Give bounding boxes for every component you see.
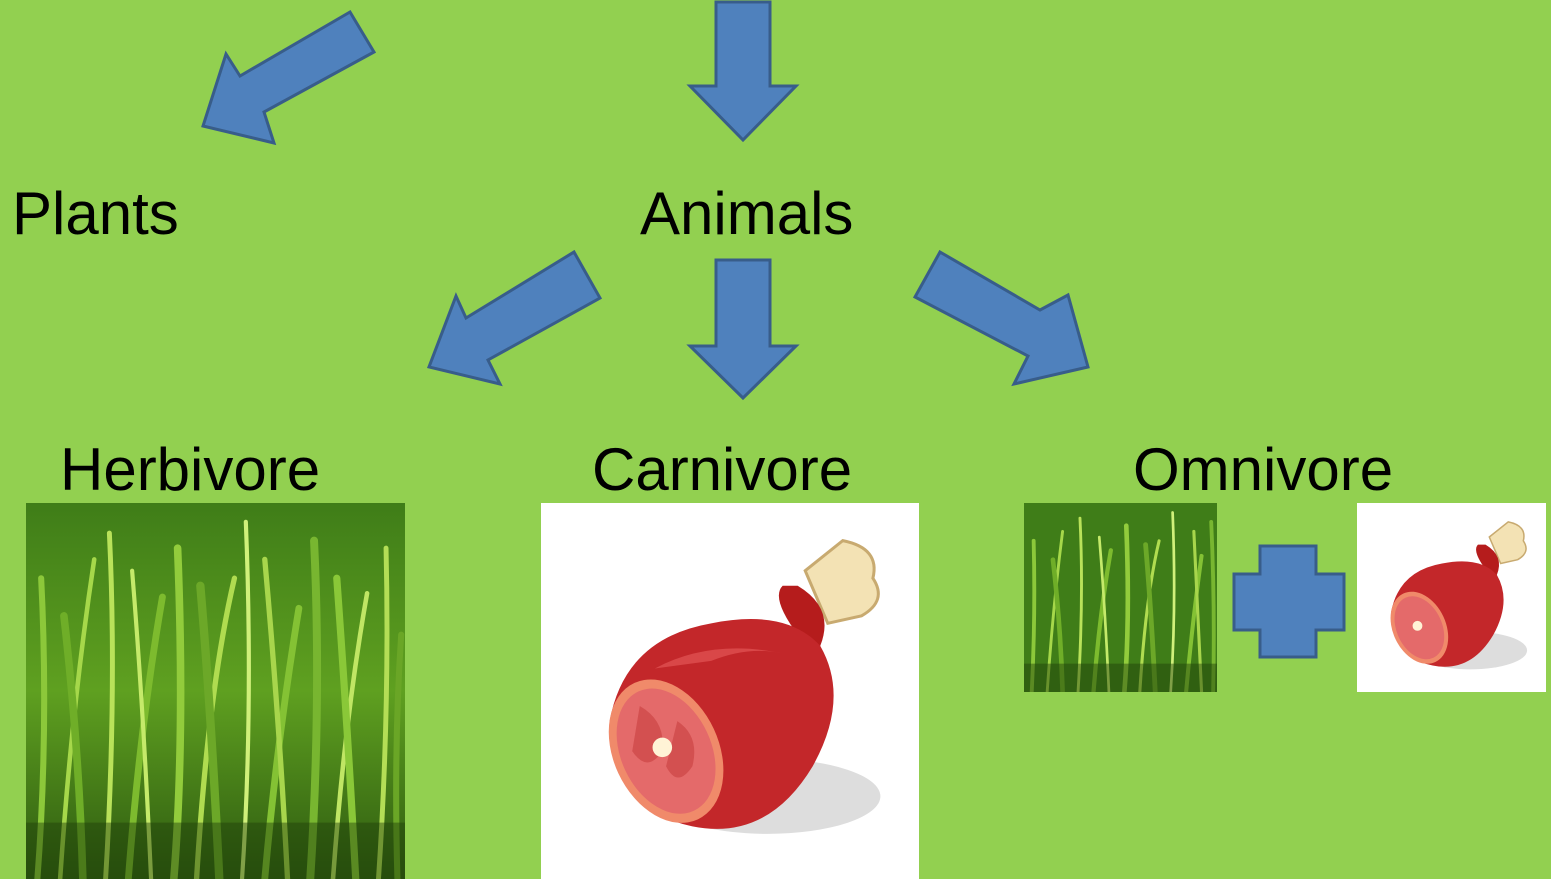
plus-icon: [1234, 546, 1344, 657]
arrow-to-carnivore: [690, 260, 796, 398]
node-carnivore: Carnivore: [592, 440, 852, 500]
arrow-to-omnivore: [915, 252, 1088, 384]
node-herbivore: Herbivore: [60, 440, 320, 500]
node-animals: Animals: [640, 184, 853, 244]
meat-ham-image: [541, 503, 919, 879]
arrow-to-herbivore: [429, 252, 600, 384]
grass-image: [1024, 503, 1217, 692]
node-plants: Plants: [12, 184, 179, 244]
node-omnivore: Omnivore: [1133, 440, 1393, 500]
grass-image: [26, 503, 405, 879]
arrow-to-plants: [203, 12, 374, 143]
meat-ham-image: [1357, 503, 1546, 692]
arrow-to-animals: [690, 2, 796, 140]
